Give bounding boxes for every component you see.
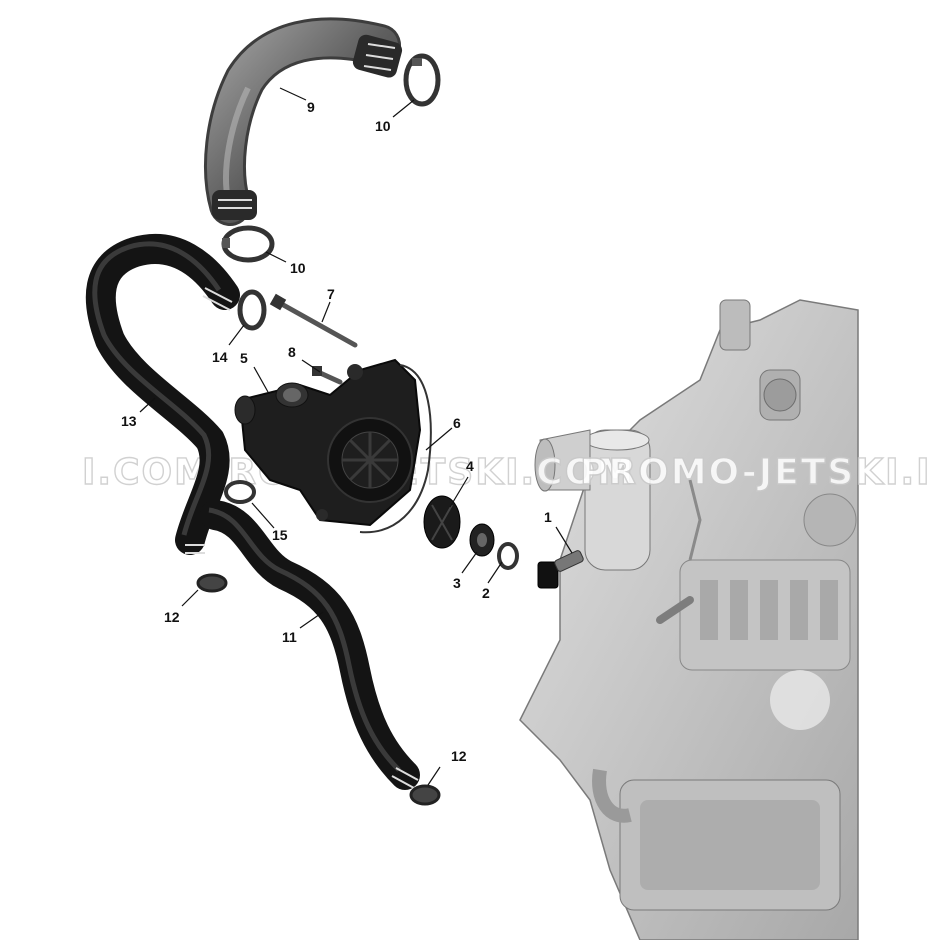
callout-14: 14 <box>212 349 228 365</box>
part-13-coolant-hose <box>85 233 240 555</box>
engine-fitting <box>719 299 751 351</box>
leader-lines <box>139 87 573 786</box>
part-7-long-bolt <box>269 293 358 348</box>
engine-block <box>519 299 859 940</box>
callout-numbers: 1 2 3 4 5 6 7 8 9 10 10 11 12 12 13 14 1… <box>121 99 552 764</box>
callout-9: 9 <box>307 99 315 115</box>
part-6-gasket <box>359 364 432 534</box>
part-11-coolant-hose <box>185 500 420 790</box>
part-4-impeller <box>423 495 461 549</box>
callout-6: 6 <box>453 415 461 431</box>
callout-5: 5 <box>240 350 248 366</box>
callout-4: 4 <box>466 458 474 474</box>
part-10-hose-clamp-lower <box>221 225 275 263</box>
callout-13: 13 <box>121 413 137 429</box>
part-3-seal <box>469 523 495 557</box>
part-12-hose-clamp-left <box>196 573 228 593</box>
callout-12-left: 12 <box>164 609 180 625</box>
part-10-hose-clamp-upper <box>403 53 441 107</box>
part-2-washer <box>497 542 519 570</box>
part-15-hose-clamp <box>224 480 256 504</box>
callout-11: 11 <box>282 629 297 645</box>
callout-10-upper: 10 <box>375 118 391 134</box>
callout-12-bottom: 12 <box>451 748 467 764</box>
part-1-temperature-sensor <box>537 550 584 589</box>
part-9-upper-coolant-pipe <box>204 17 403 226</box>
callout-1: 1 <box>544 509 552 525</box>
callout-10-lower: 10 <box>290 260 306 276</box>
callout-2: 2 <box>482 585 490 601</box>
callout-3: 3 <box>453 575 461 591</box>
watermark-right: PROMO-JETSKI.I <box>580 452 932 493</box>
callout-7: 7 <box>327 286 335 302</box>
callout-15: 15 <box>272 527 288 543</box>
part-8-bolt <box>312 366 343 385</box>
engine-small-hose <box>592 768 632 823</box>
part-12-hose-clamp-bottom <box>409 784 441 806</box>
callout-8: 8 <box>288 344 296 360</box>
oil-filter-housing <box>584 429 651 571</box>
part-14-hose-clamp <box>237 289 267 331</box>
part-5-water-pump-housing <box>234 358 422 527</box>
watermark-left: I.COM <box>82 452 212 493</box>
